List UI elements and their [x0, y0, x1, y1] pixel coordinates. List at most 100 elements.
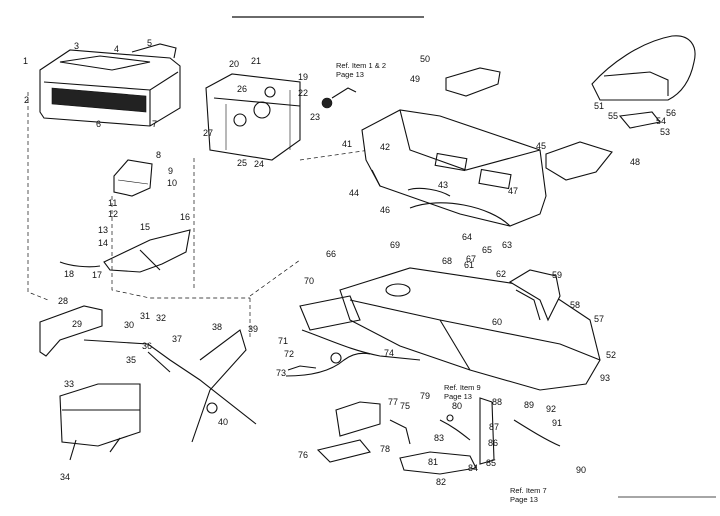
- callout-47: 47: [508, 186, 518, 196]
- callout-79: 79: [420, 391, 430, 401]
- callout-69: 69: [390, 240, 400, 250]
- callout-14: 14: [98, 238, 108, 248]
- callout-11: 11: [108, 198, 117, 208]
- callout-52: 52: [606, 350, 616, 360]
- callout-75: 75: [400, 401, 410, 411]
- callout-17: 17: [92, 270, 102, 280]
- callout-80: 80: [452, 401, 462, 411]
- callout-9: 9: [168, 166, 173, 176]
- ref-note-3-line2: Page 13: [510, 495, 538, 504]
- callout-71: 71: [278, 336, 288, 346]
- callout-33: 33: [64, 379, 74, 389]
- callout-58: 58: [570, 300, 580, 310]
- callout-15: 15: [140, 222, 150, 232]
- callout-66: 66: [326, 249, 336, 259]
- callout-16: 16: [180, 212, 190, 222]
- callout-81: 81: [428, 457, 438, 467]
- callout-82: 82: [436, 477, 446, 487]
- seat: [591, 35, 696, 129]
- callout-37: 37: [172, 334, 182, 344]
- callout-25: 25: [237, 158, 247, 168]
- callout-92: 92: [546, 404, 556, 414]
- callout-63: 63: [502, 240, 512, 250]
- callout-88: 88: [492, 397, 502, 407]
- callout-39: 39: [248, 324, 258, 334]
- steering-linkage: [285, 352, 371, 377]
- callout-65: 65: [482, 245, 492, 255]
- lift-rod: [83, 329, 257, 443]
- lift-plate: [39, 305, 141, 461]
- callout-22: 22: [298, 88, 308, 98]
- callout-61: 61: [464, 260, 474, 270]
- callout-35: 35: [126, 355, 136, 365]
- callout-73: 73: [276, 368, 286, 378]
- callout-90: 90: [576, 465, 586, 475]
- callout-4: 4: [114, 44, 119, 54]
- callout-89: 89: [524, 400, 534, 410]
- callout-83: 83: [434, 433, 444, 443]
- callout-53: 53: [660, 127, 670, 137]
- callout-93: 93: [600, 373, 610, 383]
- callout-87: 87: [489, 422, 499, 432]
- callout-29: 29: [72, 319, 82, 329]
- callout-6: 6: [96, 119, 101, 129]
- callout-1: 1: [23, 56, 28, 66]
- ref-note-1-line2: Page 13: [336, 70, 364, 79]
- callout-8: 8: [156, 150, 161, 160]
- callout-19: 19: [298, 72, 308, 82]
- assembly-guides: [27, 92, 371, 340]
- callout-59: 59: [552, 270, 562, 280]
- callout-57: 57: [594, 314, 604, 324]
- callout-13: 13: [98, 225, 108, 235]
- callout-91: 91: [552, 418, 562, 428]
- callout-38: 38: [212, 322, 222, 332]
- callout-41: 41: [342, 139, 352, 149]
- callout-70: 70: [304, 276, 314, 286]
- callout-56: 56: [666, 108, 676, 118]
- callout-34: 34: [60, 472, 70, 482]
- callout-2: 2: [24, 95, 29, 105]
- callout-32: 32: [156, 313, 166, 323]
- callout-5: 5: [147, 38, 152, 48]
- pedal-bracket: [59, 229, 191, 273]
- callout-40: 40: [218, 417, 228, 427]
- ref-note-1-line1: Ref. Item 1 & 2: [336, 61, 386, 70]
- ref-note-2-line1: Ref. Item 9: [444, 383, 481, 392]
- callout-54: 54: [656, 116, 666, 126]
- callout-50: 50: [420, 54, 430, 64]
- callout-28: 28: [58, 296, 68, 306]
- callout-7: 7: [152, 119, 157, 129]
- callout-20: 20: [229, 59, 239, 69]
- seat-bracket: [445, 67, 613, 181]
- callout-12: 12: [108, 209, 118, 219]
- callout-49: 49: [410, 74, 420, 84]
- callout-77: 77: [388, 397, 398, 407]
- fuel-bracket: [113, 159, 153, 197]
- reference-notes: Ref. Item 1 & 2 Page 13 Ref. Item 9 Page…: [336, 61, 547, 504]
- callout-18: 18: [64, 269, 74, 279]
- main-frame: [299, 267, 601, 391]
- dash-bracket: [205, 73, 357, 161]
- ref-note-3-line1: Ref. Item 7: [510, 486, 547, 495]
- callout-46: 46: [380, 205, 390, 215]
- callout-42: 42: [380, 142, 390, 152]
- callout-23: 23: [310, 112, 320, 122]
- callout-27: 27: [203, 128, 213, 138]
- callout-64: 64: [462, 232, 472, 242]
- callout-55: 55: [608, 111, 618, 121]
- callout-78: 78: [380, 444, 390, 454]
- callout-62: 62: [496, 269, 506, 279]
- callout-31: 31: [140, 311, 150, 321]
- callout-68: 68: [442, 256, 452, 266]
- brake-assembly: [316, 397, 561, 475]
- callout-labels: 1 2 3 4 5 6 7 8 9 10 11 12 13 14 15 16 1…: [23, 38, 676, 487]
- callout-30: 30: [124, 320, 134, 330]
- callout-45: 45: [536, 141, 546, 151]
- callout-3: 3: [74, 41, 79, 51]
- callout-21: 21: [251, 56, 261, 66]
- callout-60: 60: [492, 317, 502, 327]
- callout-48: 48: [630, 157, 640, 167]
- callout-76: 76: [298, 450, 308, 460]
